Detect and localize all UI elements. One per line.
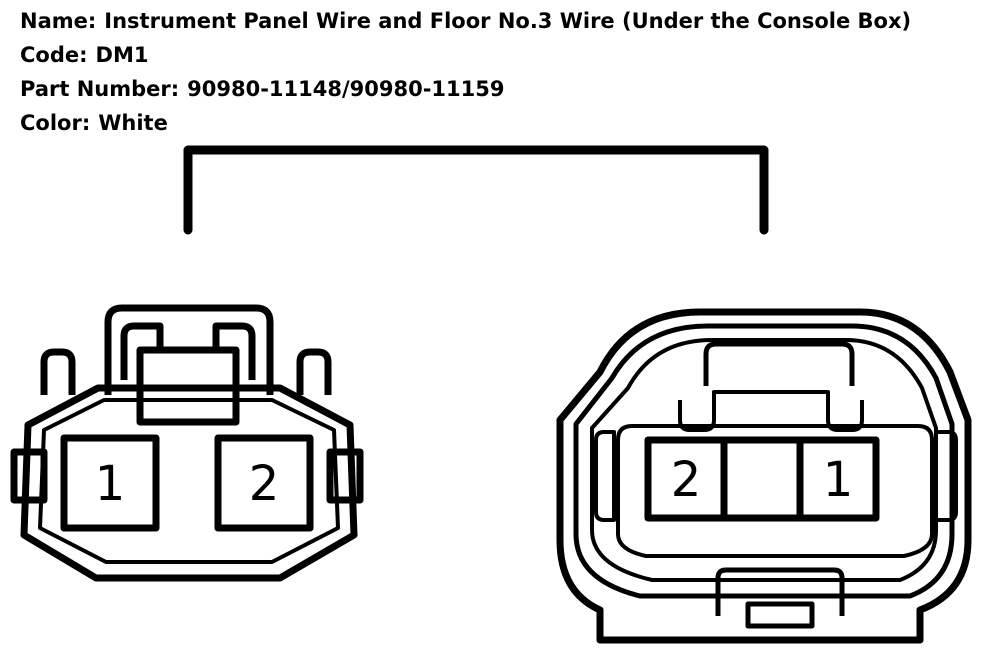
color-label: Color:: [20, 111, 91, 135]
part-number-label: Part Number:: [20, 77, 180, 101]
right-pin-2-label: 2: [671, 452, 702, 508]
name-row: Name: Instrument Panel Wire and Floor No.…: [20, 4, 911, 38]
left-tab-right: [326, 448, 364, 504]
name-value: Instrument Panel Wire and Floor No.3 Wir…: [104, 9, 912, 33]
left-latch-slot-right: [212, 322, 256, 380]
right-housing-rim: [590, 338, 938, 582]
right-bottom-key-tab: [745, 601, 815, 629]
left-post-left: [40, 348, 76, 395]
right-pin-1-cavity: [796, 436, 880, 522]
left-latch-slot-left: [120, 322, 164, 380]
part-number-value: 90980-11148/90980-11159: [187, 77, 505, 101]
right-bottom-key: [715, 567, 845, 616]
right-housing-inner: [573, 323, 955, 599]
right-inner-frame: [616, 424, 934, 558]
right-rib-right: [934, 430, 958, 522]
right-top-notch: [703, 341, 855, 386]
left-connector-body: [20, 384, 358, 582]
left-post-right: [296, 348, 332, 395]
left-pin-1-label: 1: [95, 456, 126, 512]
left-latch-outer: [104, 304, 274, 395]
left-inner-frame: [38, 398, 340, 564]
right-rib-left: [594, 430, 616, 522]
right-pin-1-label: 1: [823, 452, 854, 508]
code-row: Code: DM1: [20, 38, 911, 72]
mating-bracket: [183, 145, 769, 235]
connector-info: Name: Instrument Panel Wire and Floor No.…: [20, 4, 911, 140]
code-value: DM1: [95, 43, 149, 67]
name-label: Name:: [20, 9, 97, 33]
right-center-cavity: [720, 436, 804, 522]
color-value: White: [98, 111, 168, 135]
left-pin-2-cavity: [214, 434, 314, 532]
right-housing-outer: [556, 308, 972, 644]
color-row: Color: White: [20, 106, 911, 140]
code-label: Code:: [20, 43, 88, 67]
right-connector: [556, 308, 972, 644]
right-top-notch-inner: [678, 390, 864, 432]
left-pin-2-label: 2: [249, 456, 280, 512]
left-pin-1-cavity: [60, 434, 160, 532]
part-number-row: Part Number: 90980-11148/90980-11159: [20, 72, 911, 106]
left-connector: [10, 304, 364, 582]
